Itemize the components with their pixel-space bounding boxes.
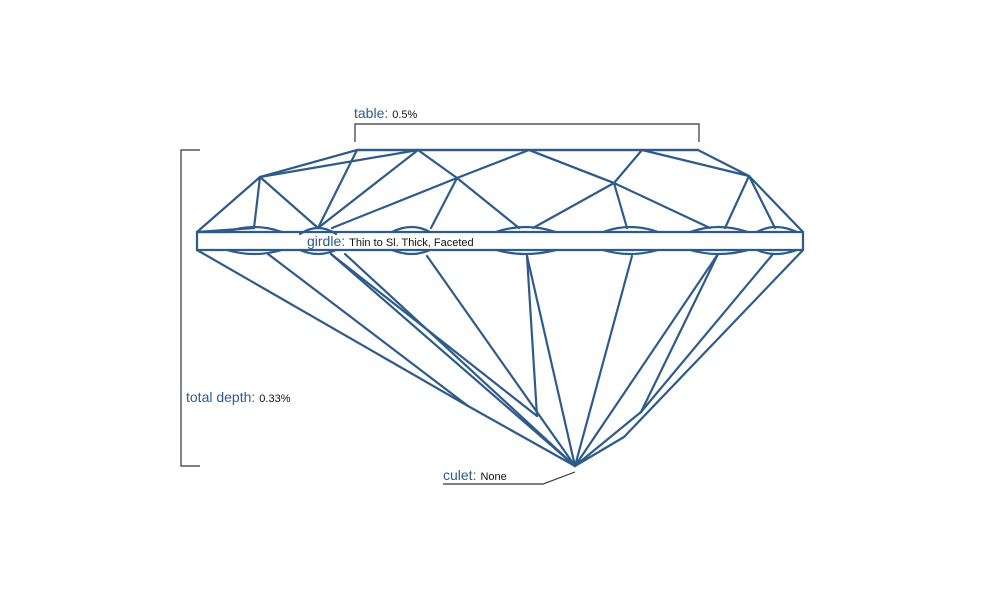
star-facets-f — [455, 176, 521, 230]
culet-leader — [443, 471, 576, 485]
crown-outline-right — [696, 148, 805, 234]
pavilion-facet — [639, 252, 720, 414]
pavilion-facet — [573, 254, 634, 468]
star-facets-j — [612, 181, 712, 230]
diamond-outline — [195, 148, 805, 468]
total-depth-label-key: total depth: — [186, 389, 256, 405]
star-facets-d — [330, 176, 459, 230]
girdle-scallops-top — [225, 225, 799, 236]
star-facets-m — [252, 175, 262, 230]
star-facets — [258, 148, 359, 230]
pavilion-facet — [639, 252, 775, 414]
star-facets-h — [531, 181, 616, 230]
total-depth-label: total depth:0.33% — [186, 390, 290, 406]
star-facets-g — [527, 148, 616, 185]
star-facets-l — [747, 174, 777, 230]
pavilion-facet — [573, 252, 720, 468]
star-facets-e — [429, 176, 459, 230]
table-bracket — [354, 123, 700, 142]
total-depth-label-value: 0.33% — [259, 393, 291, 405]
star-facets-b — [258, 148, 751, 185]
depth-bracket — [180, 149, 200, 467]
pavilion-facet — [329, 252, 577, 468]
star-facets-c — [316, 148, 420, 230]
table-label-key: table: — [354, 105, 389, 121]
star-facets-i — [612, 181, 629, 230]
culet-label: culet:None — [443, 468, 507, 484]
culet-label-value: None — [480, 471, 507, 483]
pavilion-outline-left — [195, 248, 577, 468]
measurement-brackets — [180, 123, 700, 485]
pavilion-facet — [525, 254, 577, 468]
pavilion-facet — [525, 254, 539, 418]
pavilion-outline-right — [573, 248, 805, 468]
pavilion-facet — [573, 410, 643, 468]
pavilion-facet — [425, 254, 577, 468]
table-label: table:0.5% — [354, 106, 417, 122]
star-facets-n — [258, 175, 320, 230]
star-facets-k — [723, 174, 751, 230]
girdle-scallops-bottom — [225, 248, 799, 256]
pavilion-facet — [343, 252, 577, 468]
girdle-label: girdle:Thin to Sl. Thick, Faceted — [307, 234, 474, 250]
girdle-label-value: Thin to Sl. Thick, Faceted — [349, 237, 474, 249]
girdle-label-key: girdle: — [307, 233, 346, 249]
table-label-value: 0.5% — [392, 109, 418, 121]
culet-label-key: culet: — [443, 467, 477, 483]
pavilion-facet — [266, 252, 470, 408]
